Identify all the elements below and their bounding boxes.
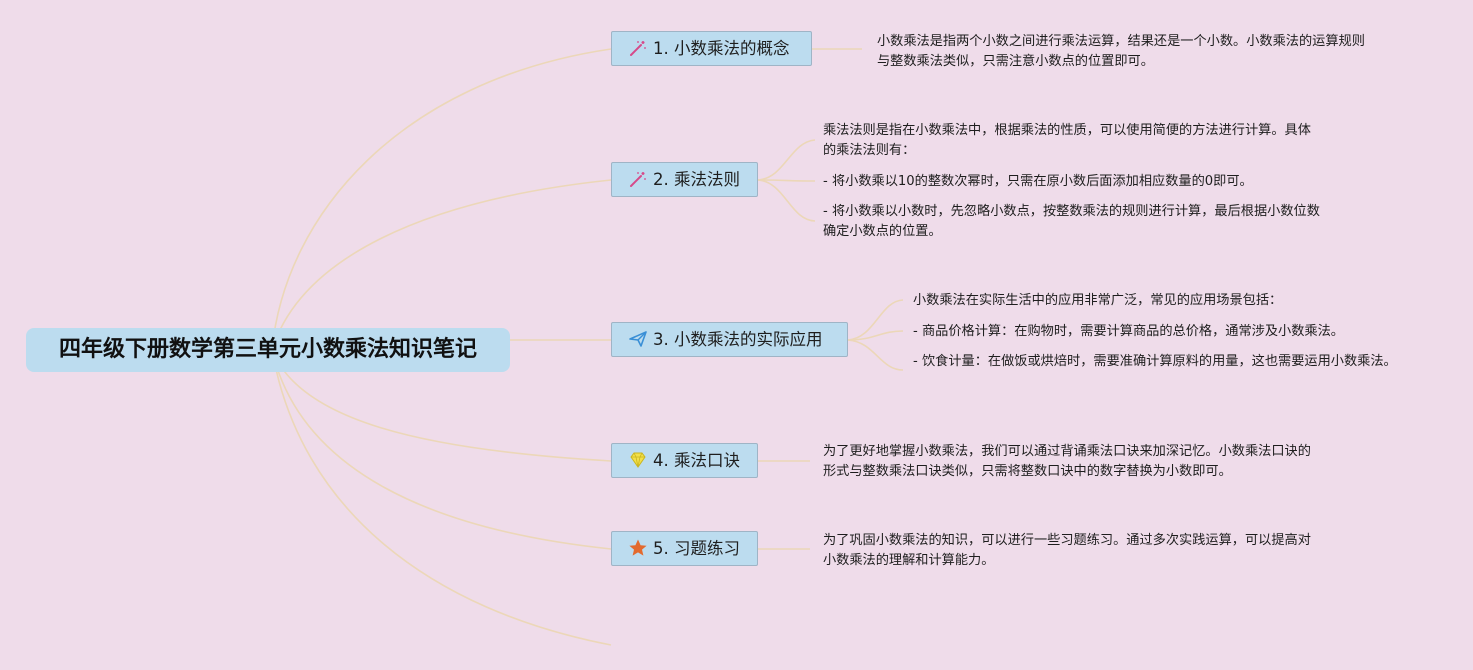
topic-5-note-1: 为了巩固小数乘法的知识，可以进行一些习题练习。通过多次实践运算，可以提高对小数乘… bbox=[823, 533, 1311, 568]
topic-4[interactable]: 4. 乘法口诀 bbox=[611, 443, 758, 478]
topic-2-label: 2. 乘法法则 bbox=[653, 170, 740, 189]
topic-3-note-3: - 饮食计量：在做饭或烘焙时，需要准确计算原料的用量，这也需要运用小数乘法。 bbox=[913, 354, 1397, 369]
link-root-topic-5 bbox=[271, 349, 612, 550]
topic-4-note-1: 为了更好地掌握小数乘法，我们可以通过背诵乘法口诀来加深记忆。小数乘法口诀的形式与… bbox=[823, 444, 1311, 479]
link-root-topic-4 bbox=[271, 349, 612, 462]
paper-plane-icon bbox=[628, 329, 648, 349]
star-icon bbox=[628, 538, 648, 558]
topic-2-note-3: - 将小数乘以小数时，先忽略小数点，按整数乘法的规则进行计算，最后根据小数位数确… bbox=[823, 204, 1320, 239]
topic-4-label: 4. 乘法口诀 bbox=[653, 451, 740, 470]
link-topic-2-note-2 bbox=[757, 179, 816, 182]
link-topic-2-note-1 bbox=[757, 139, 816, 181]
topic-2[interactable]: 2. 乘法法则 bbox=[611, 162, 758, 197]
topic-3[interactable]: 3. 小数乘法的实际应用 bbox=[611, 322, 848, 357]
topic-3-note-2: - 商品价格计算：在购物时，需要计算商品的总价格，通常涉及小数乘法。 bbox=[913, 324, 1344, 339]
topic-5-label: 5. 习题练习 bbox=[653, 539, 740, 558]
link-topic-3-note-1 bbox=[847, 299, 904, 341]
topic-1[interactable]: 1. 小数乘法的概念 bbox=[611, 31, 812, 66]
topic-2-note-2: - 将小数乘以10的整数次幂时，只需在原小数后面添加相应数量的0即可。 bbox=[823, 174, 1253, 189]
link-topic-3-note-3 bbox=[847, 339, 904, 371]
topic-1-label: 1. 小数乘法的概念 bbox=[653, 39, 790, 58]
root-topic[interactable]: 四年级下册数学第三单元小数乘法知识笔记 bbox=[26, 328, 510, 372]
link-root-extra bbox=[271, 349, 612, 646]
topic-3-label: 3. 小数乘法的实际应用 bbox=[653, 330, 823, 349]
link-root-topic-1 bbox=[271, 48, 612, 351]
magic-wand-icon bbox=[628, 169, 648, 189]
topic-5[interactable]: 5. 习题练习 bbox=[611, 531, 758, 566]
link-topic-2-note-3 bbox=[757, 179, 816, 222]
topic-1-note-1: 小数乘法是指两个小数之间进行乘法运算，结果还是一个小数。小数乘法的运算规则与整数… bbox=[877, 34, 1365, 69]
link-root-topic-2 bbox=[271, 179, 612, 351]
topic-2-note-1: 乘法法则是指在小数乘法中，根据乘法的性质，可以使用简便的方法进行计算。具体的乘法… bbox=[823, 123, 1311, 158]
link-topic-3-note-2 bbox=[847, 330, 904, 341]
diamond-icon bbox=[628, 450, 648, 470]
topic-3-note-1: 小数乘法在实际生活中的应用非常广泛，常见的应用场景包括： bbox=[913, 293, 1283, 308]
magic-wand-icon bbox=[628, 38, 648, 58]
